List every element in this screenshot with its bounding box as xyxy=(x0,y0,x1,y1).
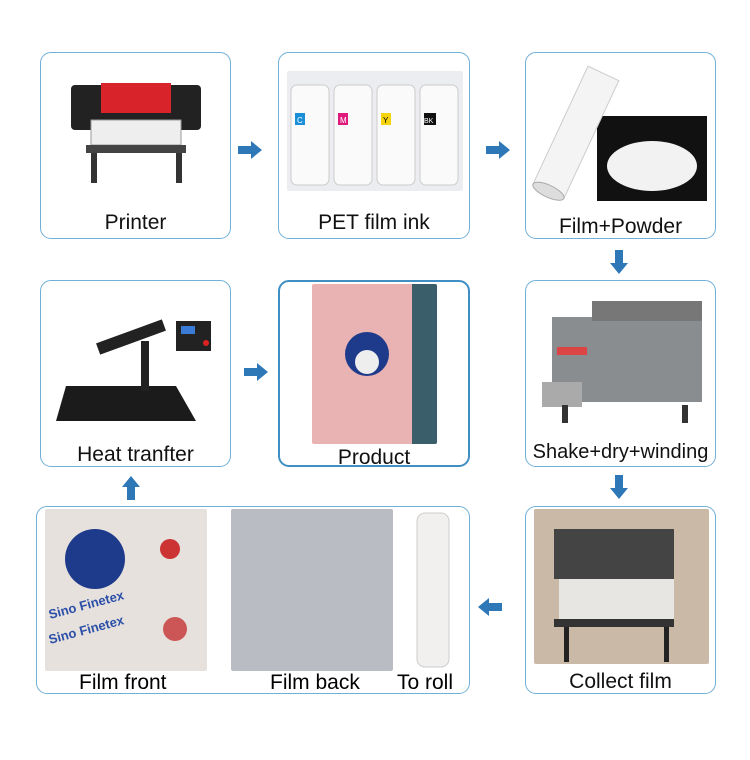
film-back-label: Film back xyxy=(270,671,360,694)
to-roll-label: To roll xyxy=(397,671,454,694)
film-front-label: Film front xyxy=(79,671,167,694)
heat-press-image xyxy=(56,291,216,431)
step-label: Printer xyxy=(104,211,167,234)
arrow-down-icon xyxy=(610,475,628,499)
step-collect-film: Collect film xyxy=(525,506,716,694)
arrow-down-icon xyxy=(610,250,628,274)
collect-film-image xyxy=(534,509,709,664)
shaker-dryer-image xyxy=(532,287,712,427)
arrow-left-icon xyxy=(478,598,502,616)
step-film-powder: Film+Powder xyxy=(525,52,716,239)
ink-bottles-image: C M Y BK xyxy=(287,71,463,191)
step-label: Film+Powder xyxy=(558,215,683,238)
arrow-right-icon xyxy=(486,141,510,159)
printer-image xyxy=(61,65,211,190)
arrow-up-icon xyxy=(122,476,140,500)
ink-label: C xyxy=(297,116,303,125)
step-heat-transfer: Heat tranfter xyxy=(40,280,231,467)
step-label: Heat tranfter xyxy=(77,443,194,466)
step-label: Collect film xyxy=(569,670,672,693)
step-label: Product xyxy=(337,446,411,469)
film-back-image xyxy=(231,509,393,671)
ink-label: BK xyxy=(424,118,434,125)
step-pet-film-ink: C M Y BK PET film ink xyxy=(278,52,470,239)
step-shake-dry-winding: Shake+dry+winding xyxy=(525,280,716,467)
arrow-right-icon xyxy=(238,141,262,159)
tshirt-product-image xyxy=(312,284,437,444)
ink-label: Y xyxy=(383,116,389,125)
step-label: PET film ink xyxy=(318,211,430,234)
step-product: Product xyxy=(278,280,470,469)
step-label: Shake+dry+winding xyxy=(532,441,709,463)
film-roll-image xyxy=(405,509,461,671)
arrow-right-icon xyxy=(244,363,268,381)
film-powder-image xyxy=(532,61,708,206)
ink-label: M xyxy=(340,116,347,125)
step-printer: Printer xyxy=(40,52,231,239)
